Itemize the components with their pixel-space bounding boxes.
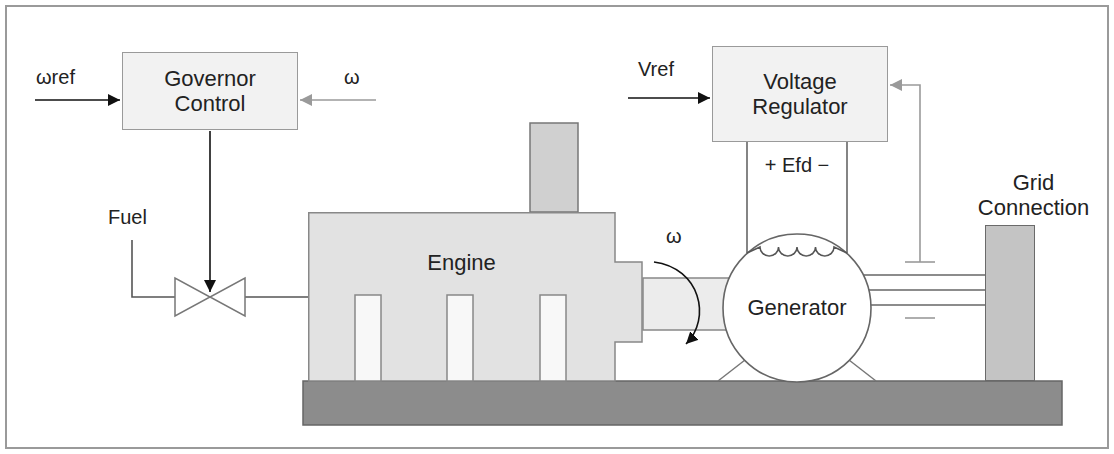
base-plate (303, 381, 1062, 425)
reference-arrow (35, 99, 120, 101)
node-text: Engine (308, 250, 615, 275)
sensor-bar (905, 261, 935, 263)
connector-wire (869, 289, 985, 291)
engine-mount (355, 295, 381, 381)
node-text: Governor Control (145, 66, 275, 117)
generator-outline (723, 234, 871, 382)
engine-body (309, 213, 642, 381)
node-text: Voltage Regulator (730, 69, 870, 120)
node-text: Grid Connection (975, 170, 1092, 221)
signal-name: + Efd − (765, 154, 830, 176)
outer-frame (6, 6, 1108, 448)
engine-mount (447, 295, 473, 381)
valve-symbol (175, 278, 210, 316)
connector-wire (871, 304, 985, 306)
part-name: Fuel (108, 206, 147, 228)
sensor-bar (905, 317, 935, 319)
rotation-arrow (654, 262, 700, 344)
engine-shape (308, 212, 643, 382)
connector-wire (846, 142, 848, 253)
grid-connection: Grid Connection (975, 170, 1092, 381)
valve-symbol (210, 278, 245, 316)
actuator-arrow (209, 131, 211, 292)
engine-mount (540, 295, 566, 381)
fuel-line (245, 296, 308, 298)
grid-bus (985, 225, 1035, 381)
node-text: Generator (747, 295, 846, 320)
connector-wire (746, 142, 748, 253)
connector-wire (863, 274, 985, 276)
control-box: Voltage Regulator (712, 46, 888, 142)
signal-name: ω (344, 66, 360, 88)
signal-name: Vref (638, 58, 674, 80)
generator-stand (849, 360, 876, 381)
exhaust-stack (530, 123, 578, 212)
feedback-arrow (300, 99, 376, 101)
generator-circle: Generator (722, 233, 872, 383)
field-winding (747, 247, 847, 256)
reference-arrow (628, 97, 710, 99)
generator-stand (718, 360, 745, 381)
fuel-line (132, 240, 175, 297)
engine-block: Engine (308, 212, 643, 382)
control-box: Governor Control (122, 52, 298, 130)
voltage-feedback (890, 85, 920, 262)
signal-name: ωref (36, 66, 75, 88)
signal-name: ω (666, 225, 682, 247)
